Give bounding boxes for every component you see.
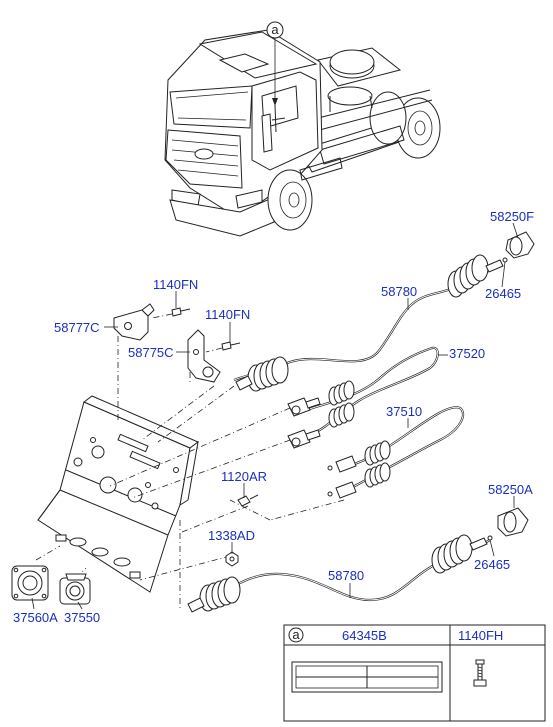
cable-37510	[327, 406, 465, 499]
nut-1338AD	[225, 551, 239, 567]
label-26465-bottom: 26465	[474, 557, 510, 572]
label-58775C: 58775C	[128, 345, 174, 360]
label-58250A: 58250A	[488, 482, 533, 497]
label-58250F: 58250F	[490, 209, 534, 224]
label-58780-bottom: 58780	[328, 568, 364, 583]
label-26465-top: 26465	[485, 286, 521, 301]
callout-a-label: a	[271, 22, 279, 37]
mounting-plate	[37, 395, 199, 593]
table-callout-a: a	[292, 627, 300, 642]
bolt-1140FN-1	[171, 307, 191, 317]
label-1140FN-1: 1140FN	[153, 277, 198, 292]
label-37550: 37550	[64, 610, 100, 625]
label-37560A: 37560A	[13, 610, 58, 625]
bracket-58777C	[113, 303, 155, 341]
bolt-1140FN-2	[221, 341, 241, 351]
table-col-1140FH: 1140FH	[458, 628, 503, 643]
parts-table	[283, 624, 546, 722]
socket-37550	[59, 573, 91, 605]
label-1140FN-2: 1140FN	[205, 307, 250, 322]
coiled-cable-58780-top	[233, 254, 508, 392]
plug-58250A	[497, 507, 529, 537]
leader-lines	[31, 222, 519, 610]
cable-37520	[287, 346, 439, 449]
label-1120AR: 1120AR	[221, 469, 267, 484]
label-37510: 37510	[386, 404, 422, 419]
callout-a-circle	[266, 21, 284, 39]
label-1338AD: 1338AD	[208, 528, 255, 543]
coiled-cable-58780-bottom	[187, 534, 493, 613]
socket-37560A	[11, 565, 49, 601]
label-37520: 37520	[449, 346, 485, 361]
plug-58250F	[505, 231, 535, 259]
bolt-1120AR	[237, 494, 259, 507]
table-col-64345B: 64345B	[342, 628, 387, 643]
truck-illustration	[164, 29, 441, 237]
assembly-lines	[35, 313, 345, 610]
label-58780-top: 58780	[381, 284, 417, 299]
label-58777C: 58777C	[54, 320, 100, 335]
bracket-58775C	[187, 329, 221, 383]
